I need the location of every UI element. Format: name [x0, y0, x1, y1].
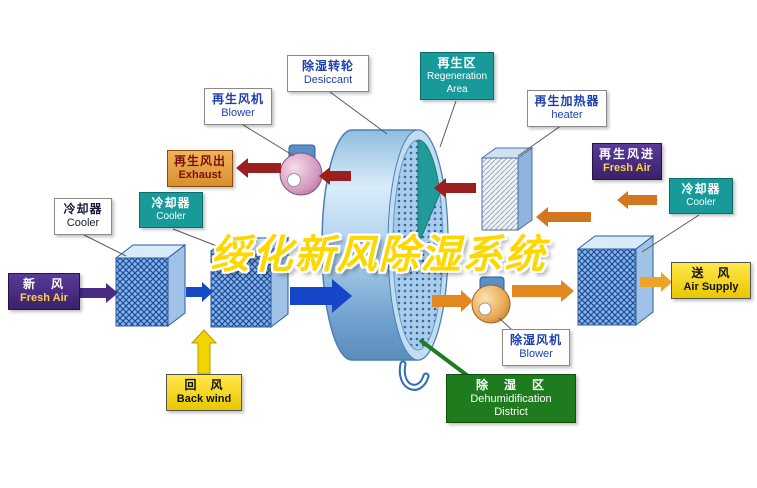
label-regen-heater-en: heater — [551, 109, 583, 121]
label-regen-blower-en: Blower — [221, 107, 255, 119]
arrow-to-air-supply — [640, 272, 672, 292]
label-cooler-left-zh: 冷却器 — [63, 202, 103, 216]
page-title: 绥化新风除湿系统 — [210, 233, 547, 277]
arrow-cooler-to-heater — [536, 207, 591, 227]
label-cooler-right: 冷却器 Cooler — [669, 178, 733, 214]
arrow-between-coolers — [186, 282, 213, 302]
arrow-wheel-to-fan — [432, 290, 473, 312]
label-cooler-mid: 冷却器 Cooler — [139, 192, 203, 228]
label-back-wind: 回 风 Back wind — [166, 374, 242, 411]
arrow-regen-inlet — [617, 191, 657, 209]
label-dehumid-district: 除 湿 区 Dehumidification District — [446, 374, 576, 424]
arrow-fresh-air-in — [80, 283, 118, 303]
label-fresh-air-en: Fresh Air — [20, 292, 68, 304]
arrow-return-air-up — [190, 329, 218, 375]
label-fresh-air: 新 风 Fresh Air — [8, 273, 80, 310]
label-regeneration-area-en: Regeneration Area — [426, 71, 488, 95]
label-regen-fresh-air-zh: 再生风进 — [598, 147, 655, 161]
cooler-cube-left — [114, 243, 187, 328]
label-dehumid-blower-zh: 除湿风机 — [509, 333, 562, 347]
label-air-supply-zh: 送 风 — [691, 266, 731, 280]
label-air-supply-en: Air Supply — [683, 281, 739, 293]
label-regen-blower-zh: 再生风机 — [211, 92, 264, 106]
label-dehumid-district-zh: 除 湿 区 — [475, 378, 546, 392]
label-regen-blower: 再生风机 Blower — [204, 88, 272, 125]
label-back-wind-zh: 回 风 — [184, 378, 224, 392]
label-air-supply: 送 风 Air Supply — [671, 262, 751, 299]
cooler-cube-mid — [209, 236, 290, 329]
label-cooler-right-zh: 冷却器 — [681, 182, 721, 196]
arrow-fan-to-exhaust — [236, 158, 281, 178]
label-regen-fresh-air-en: Fresh Air — [603, 162, 651, 174]
arrow-fan-to-cooler — [512, 280, 574, 302]
leader-dehumid-district — [418, 338, 470, 378]
label-desiccant: 除湿转轮 Desiccant — [287, 55, 369, 92]
label-regeneration-area-zh: 再生区 — [437, 56, 477, 70]
label-cooler-left-en: Cooler — [66, 217, 100, 229]
label-dehumid-blower-en: Blower — [519, 348, 553, 360]
label-cooler-left: 冷却器 Cooler — [54, 198, 112, 235]
label-dehumid-blower: 除湿风机 Blower — [502, 329, 570, 366]
label-fresh-air-zh: 新 风 — [22, 277, 65, 291]
label-regen-heater: 再生加热器 heater — [527, 90, 607, 127]
label-cooler-mid-zh: 冷却器 — [151, 196, 191, 210]
label-dehumid-district-en2: District — [494, 406, 528, 419]
regen-fan — [279, 144, 323, 196]
label-cooler-right-en: Cooler — [686, 197, 716, 208]
label-back-wind-en: Back wind — [176, 393, 232, 405]
arrow-wheel-to-regen-fan — [319, 167, 351, 185]
label-desiccant-en: Desiccant — [303, 74, 353, 86]
dehumid-fan — [471, 276, 511, 324]
label-cooler-mid-en: Cooler — [156, 211, 186, 222]
label-regeneration-area: 再生区 Regeneration Area — [420, 52, 494, 100]
cooler-cube-right — [576, 234, 655, 327]
label-desiccant-zh: 除湿转轮 — [301, 59, 354, 73]
desiccant-wheel — [321, 129, 449, 391]
arrow-into-wheel — [290, 279, 352, 313]
label-exhaust-zh: 再生风出 — [173, 154, 226, 168]
heater-unit — [480, 147, 534, 231]
label-dehumid-district-en1: Dehumidification — [470, 393, 552, 405]
leader-lines — [83, 91, 700, 331]
label-exhaust-en: Exhaust — [178, 169, 222, 181]
label-regen-heater-zh: 再生加热器 — [534, 94, 600, 108]
arrow-heater-to-wheel — [434, 178, 476, 198]
label-regen-fresh-air: 再生风进 Fresh Air — [592, 143, 662, 180]
label-exhaust: 再生风出 Exhaust — [167, 150, 233, 187]
